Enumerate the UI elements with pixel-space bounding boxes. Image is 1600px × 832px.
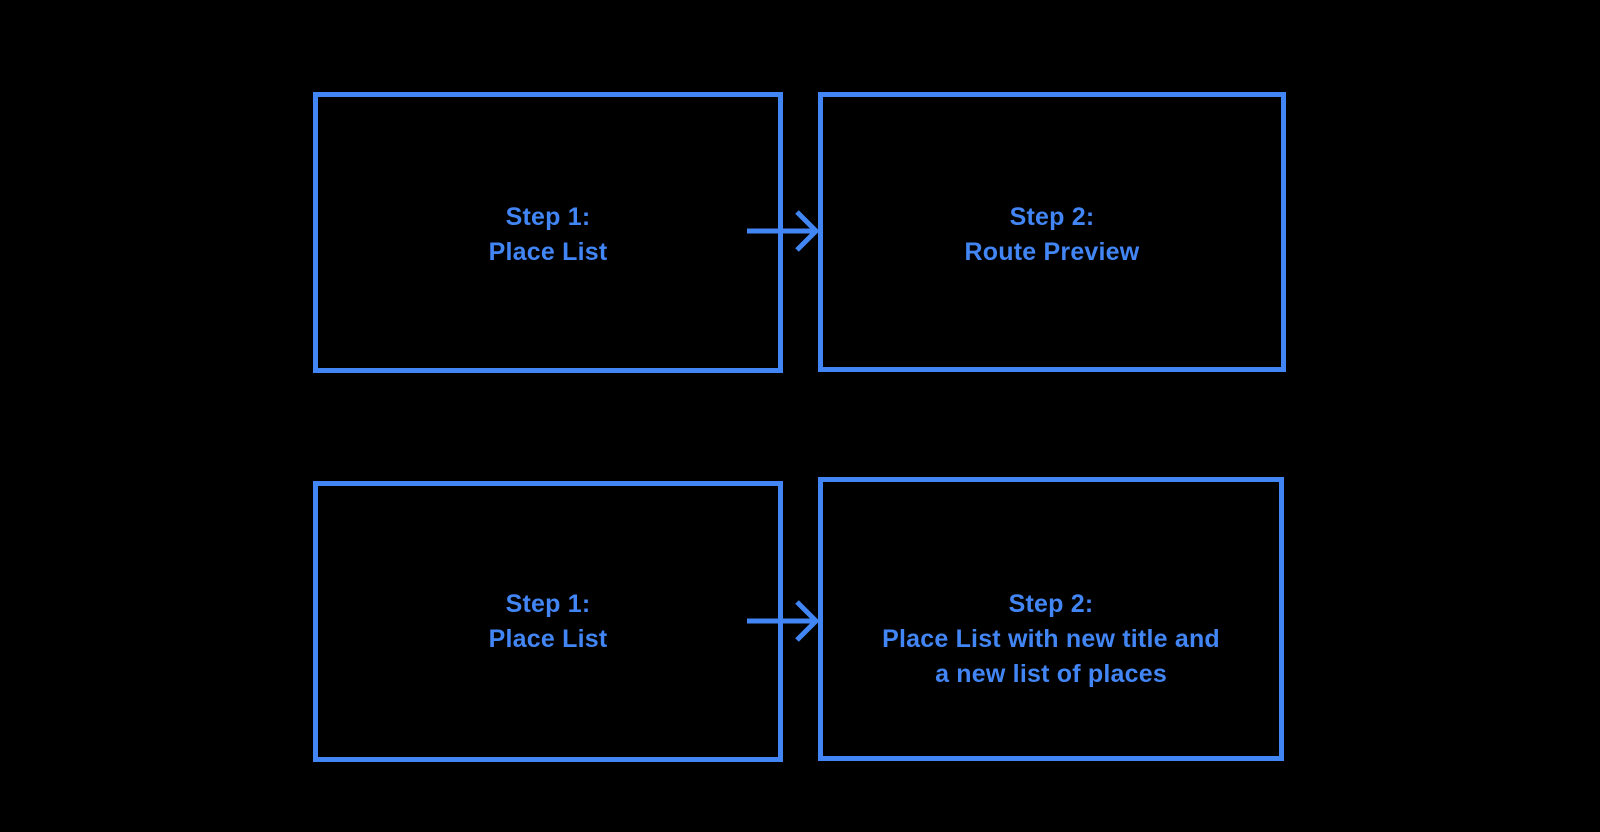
box-label-line: Step 1: bbox=[505, 203, 591, 231]
box-label-line: Route Preview bbox=[964, 238, 1140, 266]
box-label: Step 1: Place List bbox=[318, 587, 778, 657]
box-step1-place-list: Step 1: Place List bbox=[313, 92, 783, 373]
box-step2-place-list-new: Step 2: Place List with new title and a … bbox=[818, 477, 1284, 761]
box-label-line: Place List with new title and bbox=[882, 625, 1220, 653]
box-label-line: Step 2: bbox=[1009, 203, 1095, 231]
box-label-line: Place List bbox=[488, 238, 608, 266]
box-label: Step 2: Route Preview bbox=[823, 200, 1281, 270]
arrow-right-icon bbox=[741, 596, 825, 646]
box-label-line: Place List bbox=[488, 625, 608, 653]
box-step2-route-preview: Step 2: Route Preview bbox=[818, 92, 1286, 372]
box-label-line: a new list of places bbox=[935, 660, 1167, 688]
box-label-line: Step 2: bbox=[1008, 590, 1094, 618]
box-label: Step 2: Place List with new title and a … bbox=[823, 587, 1279, 692]
box-step1-place-list: Step 1: Place List bbox=[313, 481, 783, 762]
arrow-right-icon bbox=[741, 206, 825, 256]
box-label-line: Step 1: bbox=[505, 590, 591, 618]
box-label: Step 1: Place List bbox=[318, 200, 778, 270]
